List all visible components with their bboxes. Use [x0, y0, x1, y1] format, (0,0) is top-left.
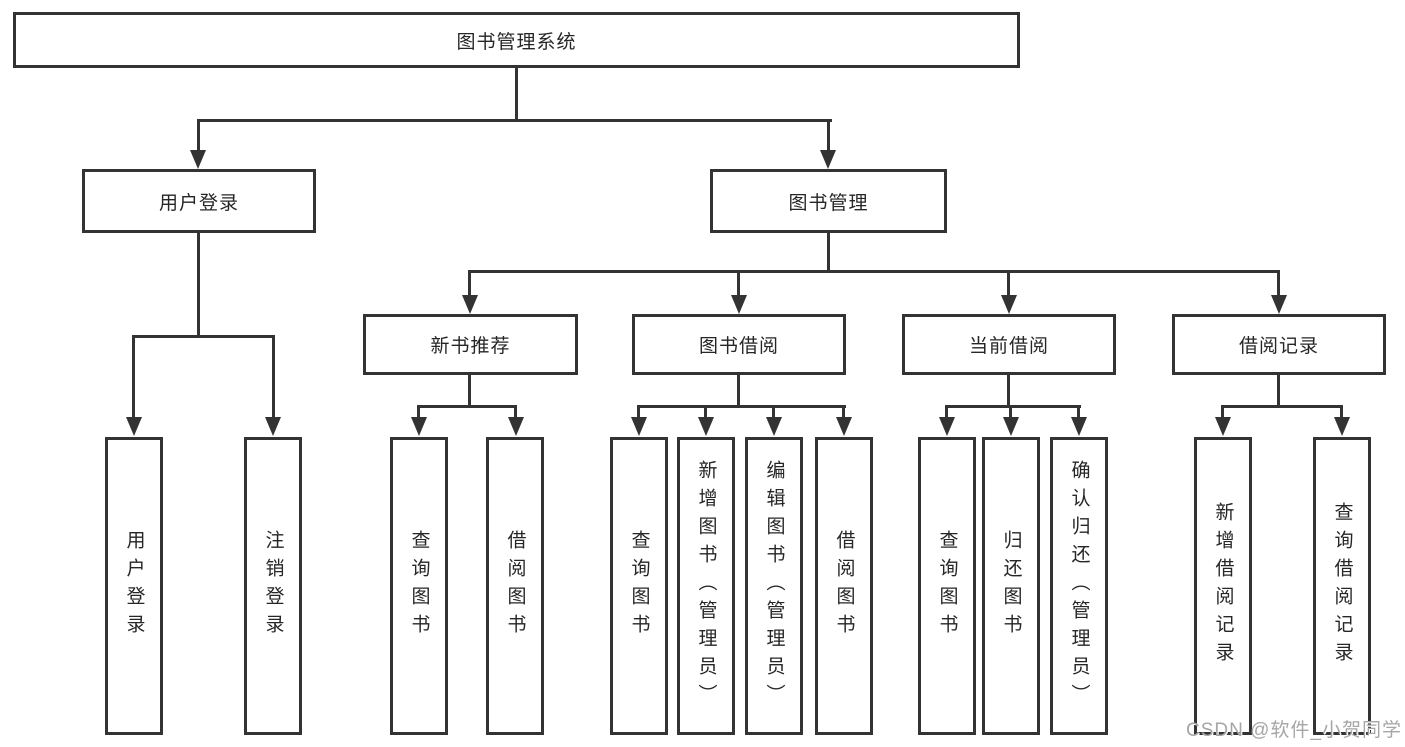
arrow-down [1003, 417, 1019, 436]
connector-line [637, 405, 640, 419]
leaf-borrow-edit-book-admin: 编辑图书（管理员） [745, 437, 803, 735]
arrow-down [190, 150, 206, 169]
leaf-borrow-add-book-admin: 新增图书（管理员） [677, 437, 735, 735]
leaf-label: 编辑图书（管理员） [763, 460, 785, 712]
connector-line [197, 119, 832, 122]
node-new-book-recommend: 新书推荐 [363, 314, 578, 375]
connector-line [737, 270, 740, 297]
connector-line [945, 405, 948, 419]
connector-line [637, 405, 846, 408]
leaf-label: 用户登录 [123, 530, 145, 642]
leaf-logout: 注销登录 [244, 437, 302, 735]
connector-line [417, 405, 517, 408]
leaf-label: 借阅图书 [833, 530, 855, 642]
leaf-label: 借阅图书 [504, 530, 526, 642]
leaf-label: 查询图书 [628, 530, 650, 642]
leaf-recommend-query-book: 查询图书 [390, 437, 448, 735]
arrow-down [939, 417, 955, 436]
arrow-down [698, 417, 714, 436]
leaf-borrow-query-book: 查询图书 [610, 437, 668, 735]
connector-line [1277, 270, 1280, 297]
connector-line [842, 405, 845, 419]
leaf-label: 查询借阅记录 [1331, 502, 1353, 670]
connector-line [827, 233, 830, 273]
arrow-down [820, 150, 836, 169]
leaf-label: 归还图书 [1000, 530, 1022, 642]
leaf-recommend-borrow-book: 借阅图书 [486, 437, 544, 735]
connector-line [827, 119, 830, 152]
connector-line [1277, 375, 1280, 408]
arrow-down [126, 417, 142, 436]
arrow-down [836, 417, 852, 436]
leaf-label: 新增图书（管理员） [695, 460, 717, 712]
connector-line [1007, 270, 1010, 297]
connector-line [945, 405, 1081, 408]
arrow-down [411, 417, 427, 436]
arrow-down [1215, 417, 1231, 436]
connector-line [468, 375, 471, 408]
leaf-records-query-record: 查询借阅记录 [1313, 437, 1371, 735]
leaf-records-add-record: 新增借阅记录 [1194, 437, 1252, 735]
connector-line [1009, 405, 1012, 419]
arrow-down [462, 295, 478, 314]
arrow-down [731, 295, 747, 314]
connector-line [197, 119, 200, 152]
connector-line [515, 68, 518, 122]
leaf-label: 查询图书 [408, 530, 430, 642]
node-library-management-system: 图书管理系统 [13, 12, 1020, 68]
leaf-label: 确认归还（管理员） [1068, 460, 1090, 712]
leaf-current-confirm-return-admin: 确认归还（管理员） [1050, 437, 1108, 735]
connector-line [272, 335, 275, 419]
arrow-down [1271, 295, 1287, 314]
connector-line [417, 405, 420, 419]
arrow-down [508, 417, 524, 436]
arrow-down [766, 417, 782, 436]
node-current-borrow: 当前借阅 [902, 314, 1116, 375]
connector-line [1221, 405, 1342, 408]
node-book-management: 图书管理 [710, 169, 947, 233]
leaf-label: 新增借阅记录 [1212, 502, 1234, 670]
csdn-watermark: CSDN @软件_小贺同学 [1186, 720, 1402, 741]
connector-line [514, 405, 517, 419]
connector-line [704, 405, 707, 419]
connector-line [1077, 405, 1080, 419]
arrow-down [1071, 417, 1087, 436]
arrow-down [1334, 417, 1350, 436]
connector-line [737, 375, 740, 408]
leaf-borrow-borrow-book: 借阅图书 [815, 437, 873, 735]
connector-line [197, 233, 200, 338]
leaf-user-login: 用户登录 [105, 437, 163, 735]
connector-line [132, 335, 275, 338]
arrow-down [1001, 295, 1017, 314]
node-user-login: 用户登录 [82, 169, 316, 233]
connector-line [1221, 405, 1224, 419]
leaf-current-query-book: 查询图书 [918, 437, 976, 735]
connector-line [468, 270, 471, 297]
connector-line [1007, 375, 1010, 408]
leaf-label: 查询图书 [936, 530, 958, 642]
arrow-down [631, 417, 647, 436]
connector-line [468, 270, 1280, 273]
node-book-borrow: 图书借阅 [632, 314, 846, 375]
node-borrow-records: 借阅记录 [1172, 314, 1386, 375]
leaf-label: 注销登录 [262, 530, 284, 642]
connector-line [132, 335, 135, 419]
connector-line [772, 405, 775, 419]
connector-line [1340, 405, 1343, 419]
leaf-current-return-book: 归还图书 [982, 437, 1040, 735]
arrow-down [265, 417, 281, 436]
